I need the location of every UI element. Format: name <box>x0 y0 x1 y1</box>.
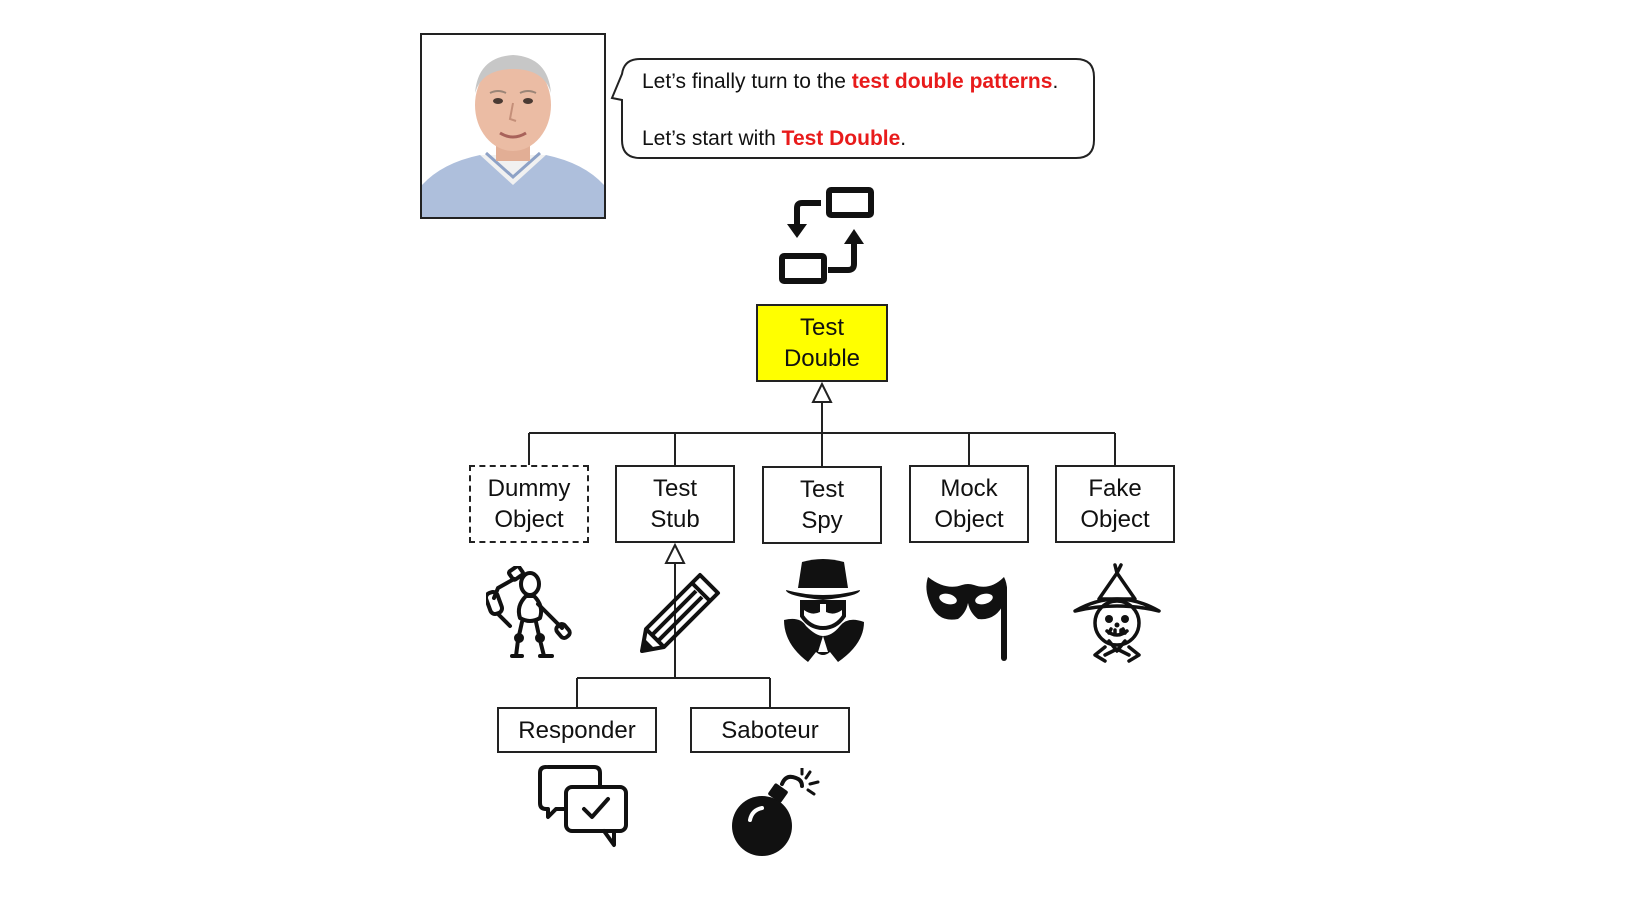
speech-bubble: Let’s finally turn to the test double pa… <box>610 58 1096 160</box>
speech-line-1: Let’s finally turn to the test double pa… <box>642 70 1059 93</box>
bomb-icon <box>732 768 820 856</box>
mask-icon <box>926 577 1007 661</box>
chat-check-icon <box>538 765 628 847</box>
highlight-text: Test Double <box>781 127 901 150</box>
spy-icon <box>784 559 864 662</box>
highlight-text: test double patterns <box>851 70 1053 93</box>
responder-box: Responder <box>497 707 657 753</box>
swap-arrows-icon <box>779 187 874 284</box>
mannequin-icon <box>486 566 572 658</box>
speech-line-2: Let’s start with Test Double. <box>642 127 907 150</box>
presenter-photo <box>420 33 606 219</box>
saboteur-box: Saboteur <box>690 707 850 753</box>
scarecrow-icon <box>1073 563 1161 663</box>
pencil-icon <box>640 573 720 653</box>
